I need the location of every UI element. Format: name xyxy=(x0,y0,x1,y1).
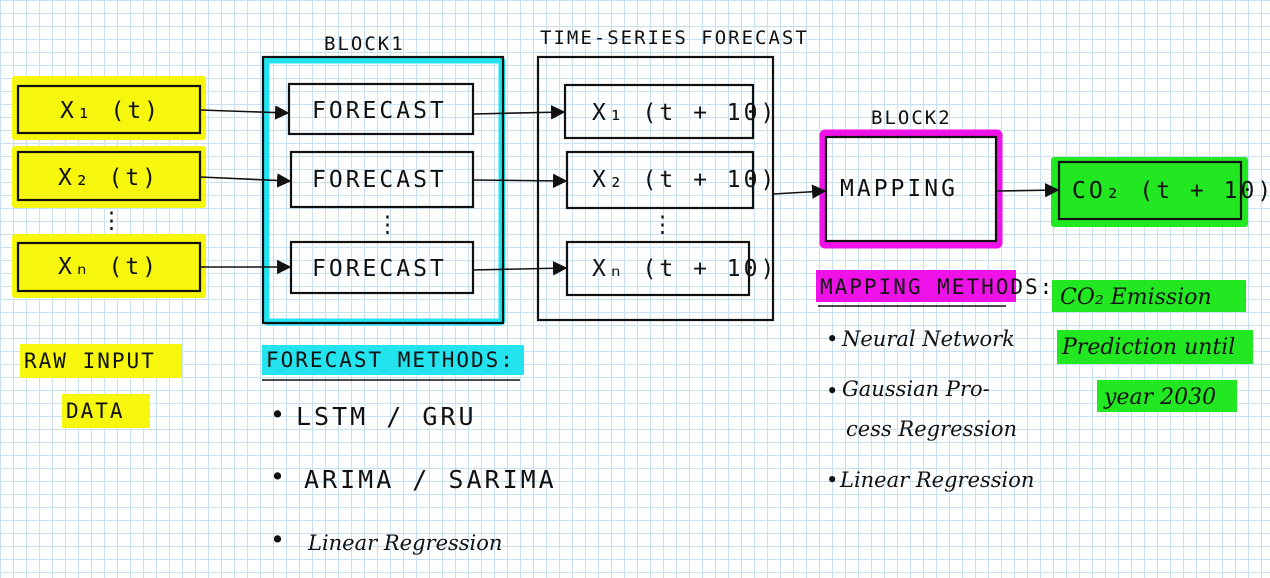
forecast-method-1: LSTM / GRU xyxy=(296,402,477,431)
mapping-methods-heading: MAPPING METHODS: xyxy=(820,275,1054,299)
raw-input-box-x1 xyxy=(16,84,202,135)
timeseries-label-1: X₁ (t + 10) xyxy=(592,100,777,126)
highlight-output-caption-2 xyxy=(1057,330,1253,364)
highlight-output-caption-1 xyxy=(1052,280,1246,312)
mapping-method-3: Linear Regression xyxy=(839,468,1034,492)
arrow-ts-to-mapping xyxy=(772,184,827,199)
forecast-method-3: Linear Regression xyxy=(307,531,502,555)
raw-input-x1-label: X₁ (t) xyxy=(60,98,161,124)
mapping-label: MAPPING xyxy=(840,176,958,202)
raw-input-caption-line2: DATA xyxy=(66,399,125,423)
arrow-forecast-1-to-ts-1 xyxy=(472,105,566,120)
highlight-forecast-methods xyxy=(262,345,524,375)
forecast-method-bullet-1: • xyxy=(270,400,288,429)
mapping-method-bullet-1: • xyxy=(826,327,838,351)
output-caption-line2: Prediction until xyxy=(1061,335,1235,360)
highlight-raw-xn xyxy=(12,234,206,298)
timeseries-container xyxy=(536,55,775,322)
arrow-mapping-to-output xyxy=(995,183,1060,198)
block2-title: BLOCK2 xyxy=(871,107,952,129)
output-caption-line3: year 2030 xyxy=(1103,385,1216,410)
forecast-label-1: FORECAST xyxy=(312,98,447,124)
mapping-method-bullet-2: • xyxy=(826,379,838,403)
timeseries-label-n: Xₙ (t + 10) xyxy=(592,256,777,282)
output-caption-line1: CO₂ Emission xyxy=(1060,285,1212,310)
timeseries-label-2: X₂ (t + 10) xyxy=(592,167,777,193)
block1-title: BLOCK1 xyxy=(324,33,405,55)
highlight-raw-caption-2 xyxy=(62,394,150,428)
mapping-method-2a: Gaussian Pro- xyxy=(842,377,990,401)
highlight-mapping-methods xyxy=(816,270,1016,302)
highlights xyxy=(12,56,1253,428)
block1-ellipsis: ⋮ xyxy=(376,212,402,238)
arrow-x1-to-forecast-1 xyxy=(199,105,290,120)
forecast-label-2: FORECAST xyxy=(312,167,447,193)
highlight-raw-x1 xyxy=(12,76,206,140)
highlight-output-caption-3 xyxy=(1097,380,1237,412)
raw-input-ellipsis: ⋮ xyxy=(100,208,126,234)
forecast-method-bullet-3: • xyxy=(270,525,288,554)
raw-input-box-x2 xyxy=(16,150,202,202)
arrow-forecast-n-to-ts-n xyxy=(472,261,568,276)
raw-input-caption-line1: RAW INPUT xyxy=(24,349,156,373)
highlight-raw-x2 xyxy=(12,146,206,208)
forecast-method-2: ARIMA / SARIMA xyxy=(304,465,557,494)
arrow-forecast-2-to-ts-2 xyxy=(472,173,568,189)
mapping-method-bullet-3: • xyxy=(826,468,838,492)
block1-container xyxy=(261,55,505,325)
forecast-label-n: FORECAST xyxy=(312,256,447,282)
mapping-method-1: Neural Network xyxy=(841,327,1015,351)
forecast-method-bullet-2: • xyxy=(270,462,288,491)
forecast-methods-heading: FORECAST METHODS: xyxy=(266,348,515,372)
timeseries-title: TIME-SERIES FORECAST xyxy=(540,27,809,49)
raw-input-xn-label: Xₙ (t) xyxy=(58,254,159,280)
mapping-method-2b: cess Regression xyxy=(846,417,1017,441)
output-label: CO₂ (t + 10) xyxy=(1072,178,1270,204)
arrow-x2-to-forecast-2 xyxy=(199,173,292,188)
timeseries-ellipsis: ⋮ xyxy=(651,212,677,238)
highlight-raw-caption-1 xyxy=(20,344,182,378)
connectors xyxy=(199,105,1060,381)
raw-input-x2-label: X₂ (t) xyxy=(58,165,159,191)
highlight-output xyxy=(1051,157,1248,227)
